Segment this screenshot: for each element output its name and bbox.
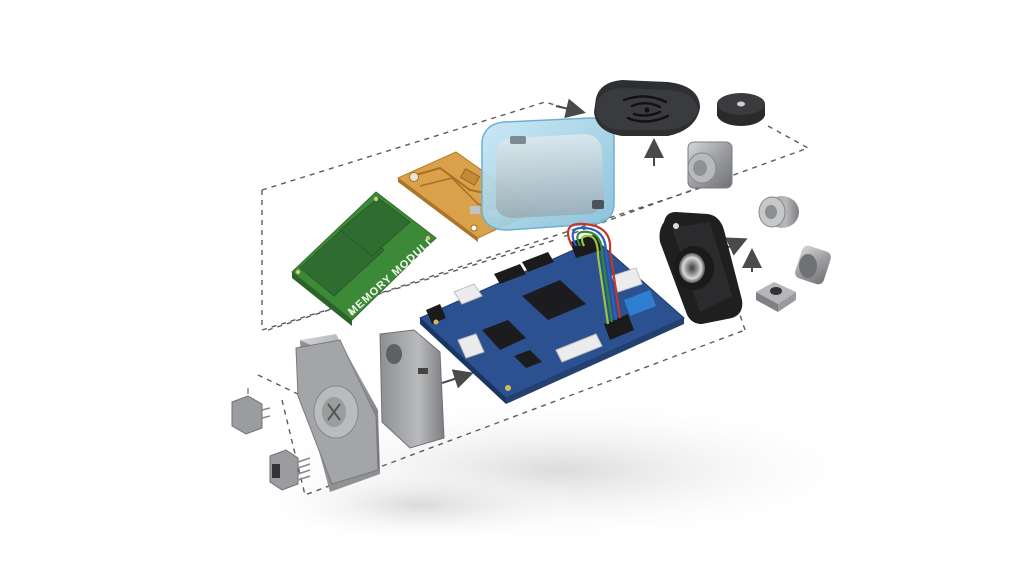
guide-lines xyxy=(257,101,810,496)
battery-enclosure xyxy=(481,117,615,231)
buzzer xyxy=(717,93,765,126)
speaker-cover xyxy=(594,80,700,136)
front-plate xyxy=(295,334,380,492)
back-plate xyxy=(379,329,445,449)
tactile-switch xyxy=(756,282,796,312)
small-switch-1 xyxy=(231,388,271,435)
small-switch-2 xyxy=(269,449,311,491)
metal-plug xyxy=(795,245,831,285)
assembly-arrows xyxy=(441,98,762,389)
main-board xyxy=(419,222,685,404)
memory-module: MEMORY MODULL xyxy=(291,191,437,326)
camera-mount xyxy=(659,212,743,324)
arrow-right-icon xyxy=(441,369,474,389)
arrow-right-icon xyxy=(555,98,586,119)
metal-connector-top xyxy=(687,141,733,189)
round-connector xyxy=(758,196,799,228)
floor-shadow xyxy=(250,465,590,545)
